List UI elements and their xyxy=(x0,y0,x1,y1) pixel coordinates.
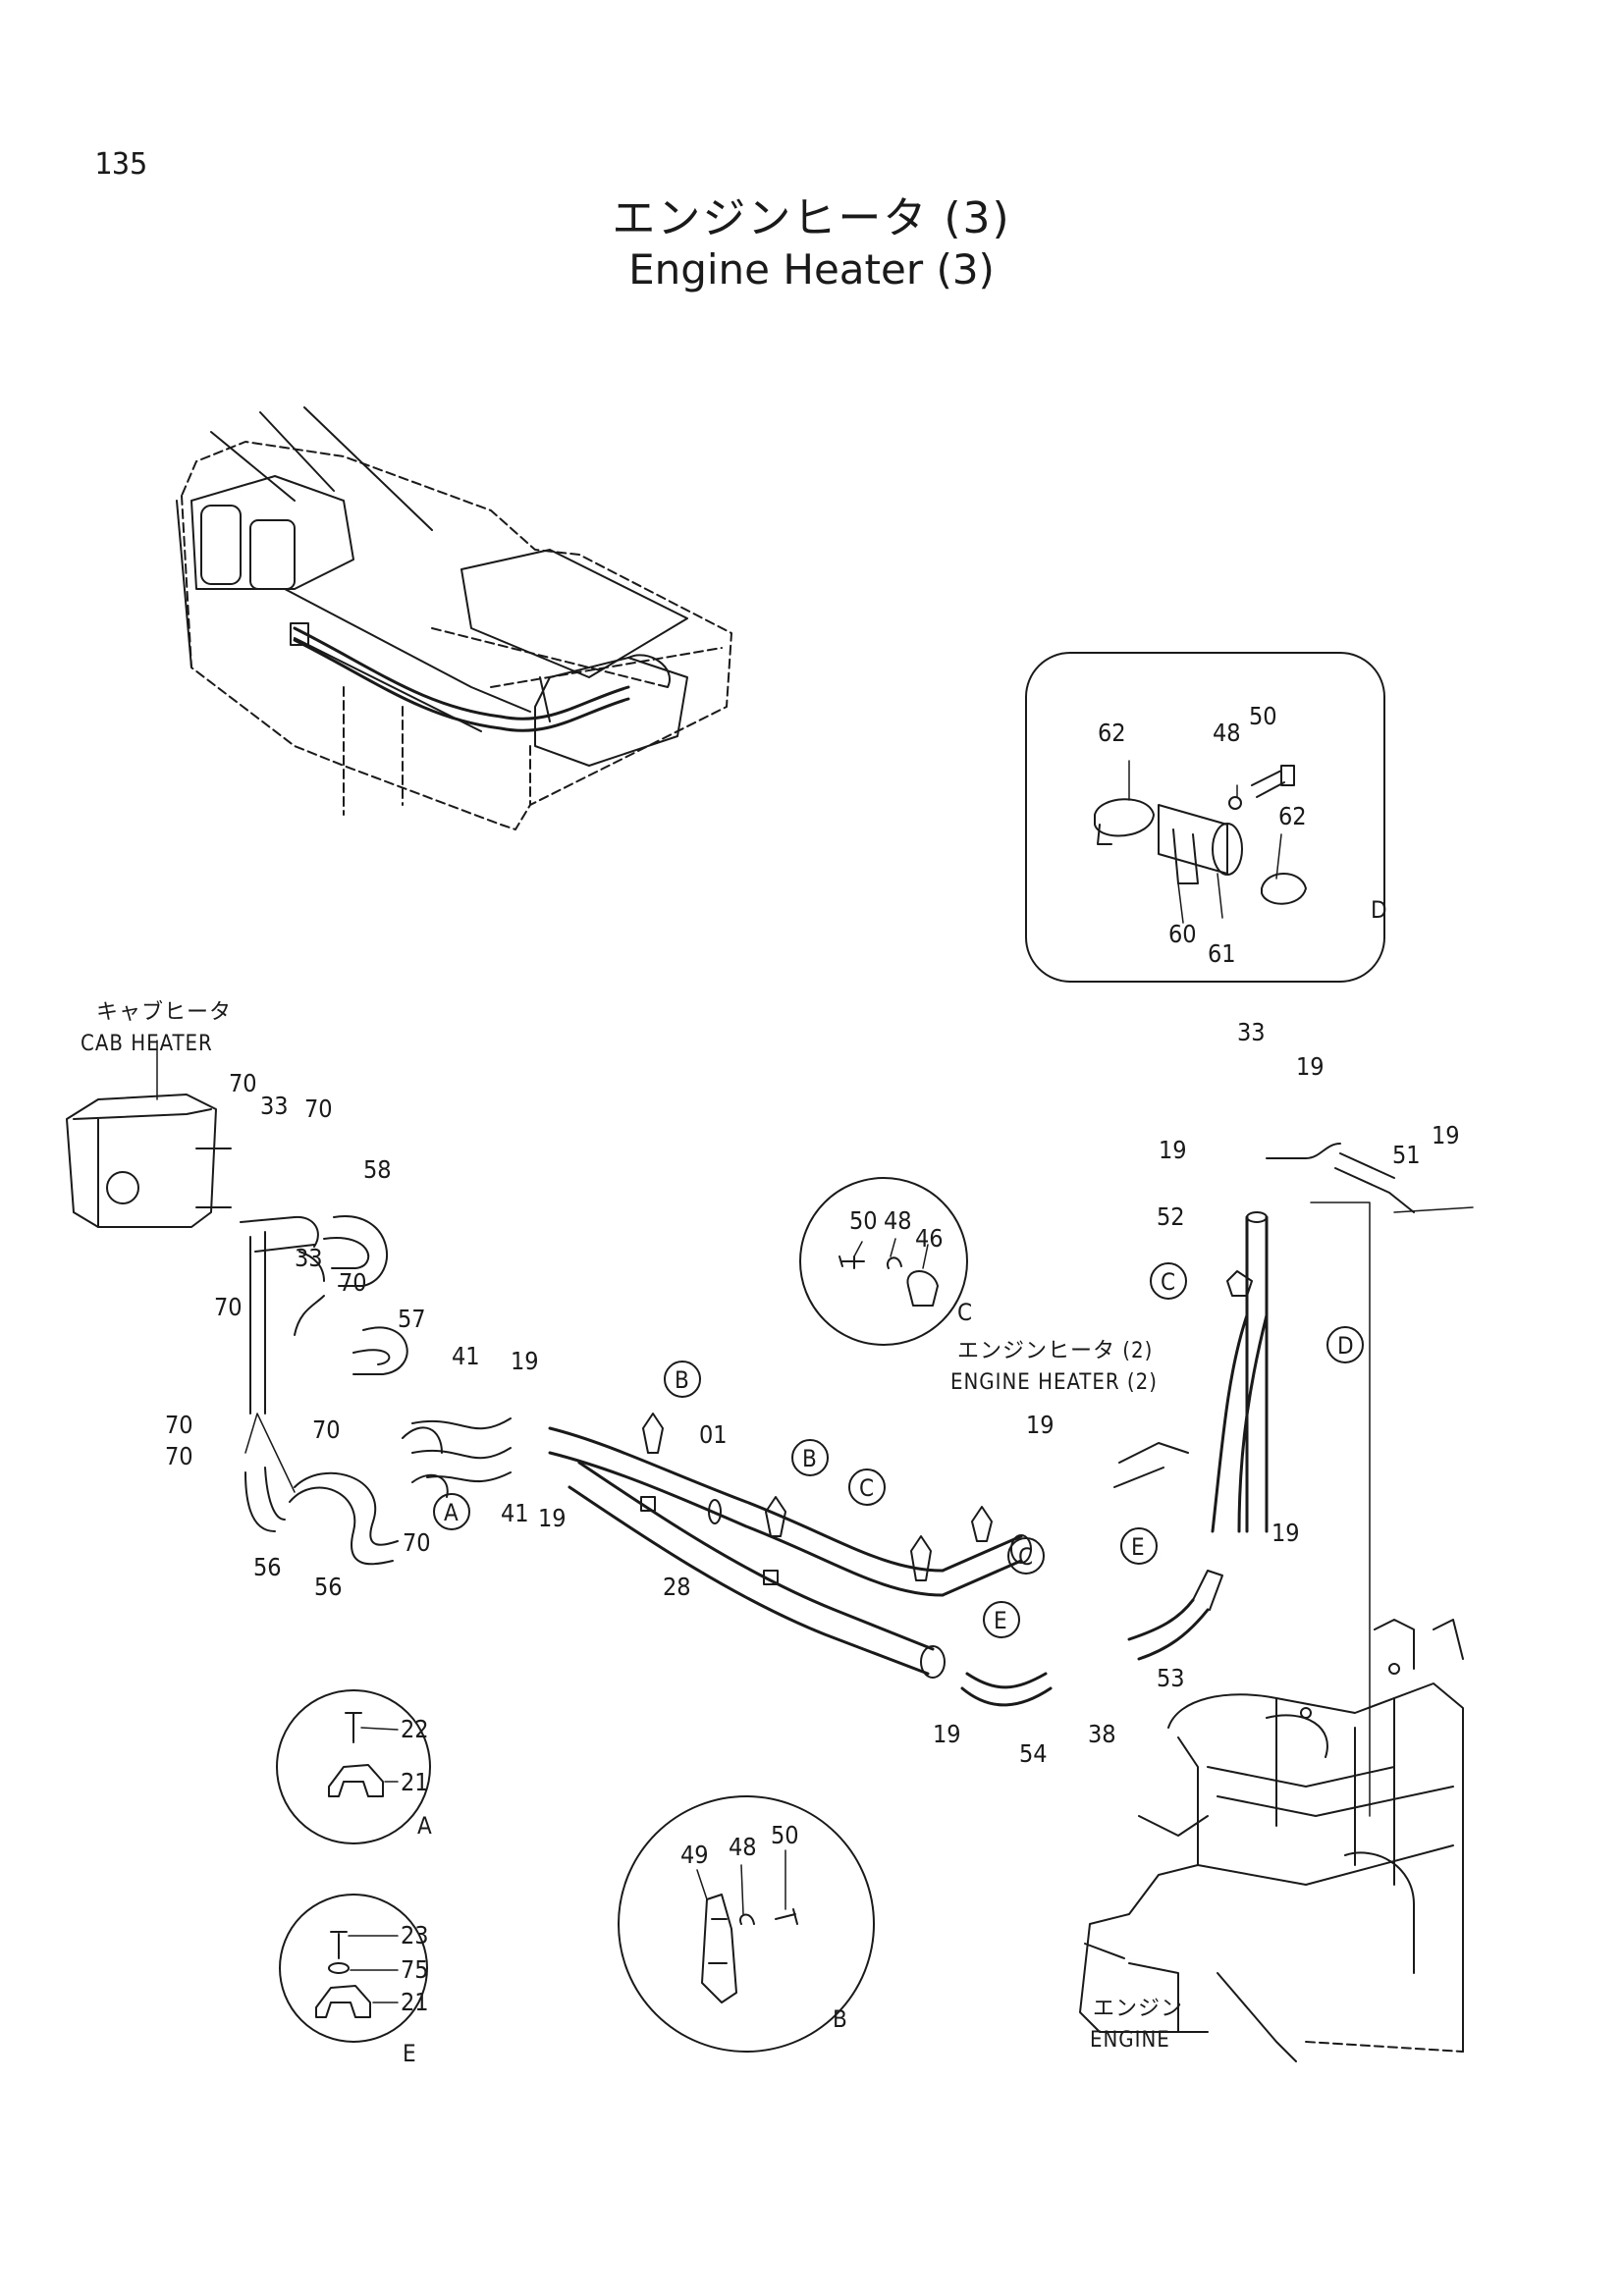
page-number: 135 xyxy=(94,147,148,182)
part-number: 01 xyxy=(699,1420,728,1449)
callout-letter-d: D xyxy=(1337,1332,1354,1360)
callout-letter-c: C xyxy=(1018,1543,1033,1571)
part-number: 48 xyxy=(1213,719,1241,747)
part-number: 56 xyxy=(253,1553,282,1581)
part-number: 54 xyxy=(1019,1739,1048,1768)
part-number: 41 xyxy=(501,1499,529,1527)
part-number: 70 xyxy=(229,1069,257,1097)
callout-letter-c: C xyxy=(859,1474,874,1502)
detail-letter-e: E xyxy=(403,2040,416,2067)
part-labels: 62 48 50 62 60 61 50 48 46 22 21 23 75 2… xyxy=(165,702,1460,2016)
part-number: 41 xyxy=(452,1342,480,1370)
part-number: 28 xyxy=(663,1573,691,1601)
part-number: 70 xyxy=(312,1415,341,1444)
part-number: 70 xyxy=(165,1442,193,1470)
part-number: 38 xyxy=(1088,1720,1116,1748)
detail-letter-c: C xyxy=(957,1299,972,1326)
engine-heater-2-caption-en: ENGINE HEATER (2) xyxy=(950,1370,1158,1395)
part-number: 51 xyxy=(1392,1141,1421,1169)
part-number: 61 xyxy=(1208,939,1236,968)
part-number: 70 xyxy=(214,1293,243,1321)
part-number: 33 xyxy=(295,1244,323,1272)
part-number: 62 xyxy=(1278,802,1307,830)
part-number: 19 xyxy=(538,1504,567,1532)
part-number: 58 xyxy=(363,1155,392,1184)
part-number: 52 xyxy=(1157,1202,1185,1231)
detail-letter-b: B xyxy=(833,2005,847,2033)
detail-view-b xyxy=(618,1795,875,2053)
callout-letter-a: A xyxy=(444,1499,459,1526)
part-number: 48 xyxy=(729,1833,757,1861)
part-number: 49 xyxy=(680,1841,709,1869)
part-number: 70 xyxy=(403,1528,431,1557)
part-number: 75 xyxy=(401,1955,429,1984)
callout-letter-e: E xyxy=(1131,1533,1145,1561)
detail-view-e xyxy=(279,1894,428,2043)
detail-letter-d: D xyxy=(1371,896,1387,924)
part-number: 57 xyxy=(398,1305,426,1333)
part-number: 70 xyxy=(165,1411,193,1439)
callout-circles xyxy=(433,1262,1364,1638)
part-number: 62 xyxy=(1098,719,1126,747)
page-title-jp: エンジンヒータ (3) xyxy=(612,193,1011,243)
callout-letter-b: B xyxy=(675,1366,689,1394)
part-number: 19 xyxy=(1026,1411,1055,1439)
callout-letters: A B B C C C D E E D C A E B xyxy=(403,896,1387,2067)
part-number: 19 xyxy=(933,1720,961,1748)
part-number: 53 xyxy=(1157,1664,1185,1692)
part-number: 22 xyxy=(401,1715,429,1743)
cab-side-hoses xyxy=(240,1215,408,1566)
part-number: 33 xyxy=(260,1092,289,1120)
part-number: 70 xyxy=(304,1095,333,1123)
part-number: 56 xyxy=(314,1573,343,1601)
detail-view-c xyxy=(799,1177,968,1346)
hose-clips xyxy=(640,1270,1253,1585)
part-number: 19 xyxy=(1159,1136,1187,1164)
engine-illustration xyxy=(1079,1619,1464,2062)
detail-view-d xyxy=(1025,652,1385,983)
part-number: 60 xyxy=(1168,920,1197,948)
cab-heater-caption-jp: キャブヒータ xyxy=(96,1000,232,1025)
part-number: 19 xyxy=(1432,1121,1460,1149)
excavator-overview-illustration xyxy=(176,406,732,830)
part-number: 19 xyxy=(511,1347,539,1375)
part-number: 21 xyxy=(401,1988,429,2016)
part-number: 48 xyxy=(884,1206,912,1235)
part-number: 70 xyxy=(339,1268,367,1297)
captions: キャブヒータ CAB HEATER エンジンヒータ (2) ENGINE HEA… xyxy=(81,1000,1183,2053)
part-number: 33 xyxy=(1237,1018,1266,1046)
page-title-en: Engine Heater (3) xyxy=(628,245,995,294)
callout-letter-e: E xyxy=(994,1607,1007,1634)
cab-heater-illustration xyxy=(66,1040,232,1228)
main-heater-hoses xyxy=(402,1143,1474,1817)
callout-letter-c: C xyxy=(1161,1268,1175,1296)
cab-heater-caption-en: CAB HEATER xyxy=(81,1032,213,1056)
engine-heater-2-caption-jp: エンジンヒータ (2) xyxy=(957,1339,1153,1363)
callout-letter-b: B xyxy=(802,1445,817,1472)
part-number: 50 xyxy=(849,1206,878,1235)
part-number: 50 xyxy=(771,1821,799,1849)
detail-view-a xyxy=(276,1689,431,1844)
engine-caption-en: ENGINE xyxy=(1090,2028,1170,2053)
part-number: 50 xyxy=(1249,702,1277,730)
part-number: 21 xyxy=(401,1768,429,1796)
part-number: 46 xyxy=(915,1224,944,1253)
engine-caption-jp: エンジン xyxy=(1093,1997,1183,2021)
detail-letter-a: A xyxy=(417,1812,432,1840)
part-number: 23 xyxy=(401,1921,429,1949)
part-number: 19 xyxy=(1271,1519,1300,1547)
part-number: 19 xyxy=(1296,1052,1325,1081)
